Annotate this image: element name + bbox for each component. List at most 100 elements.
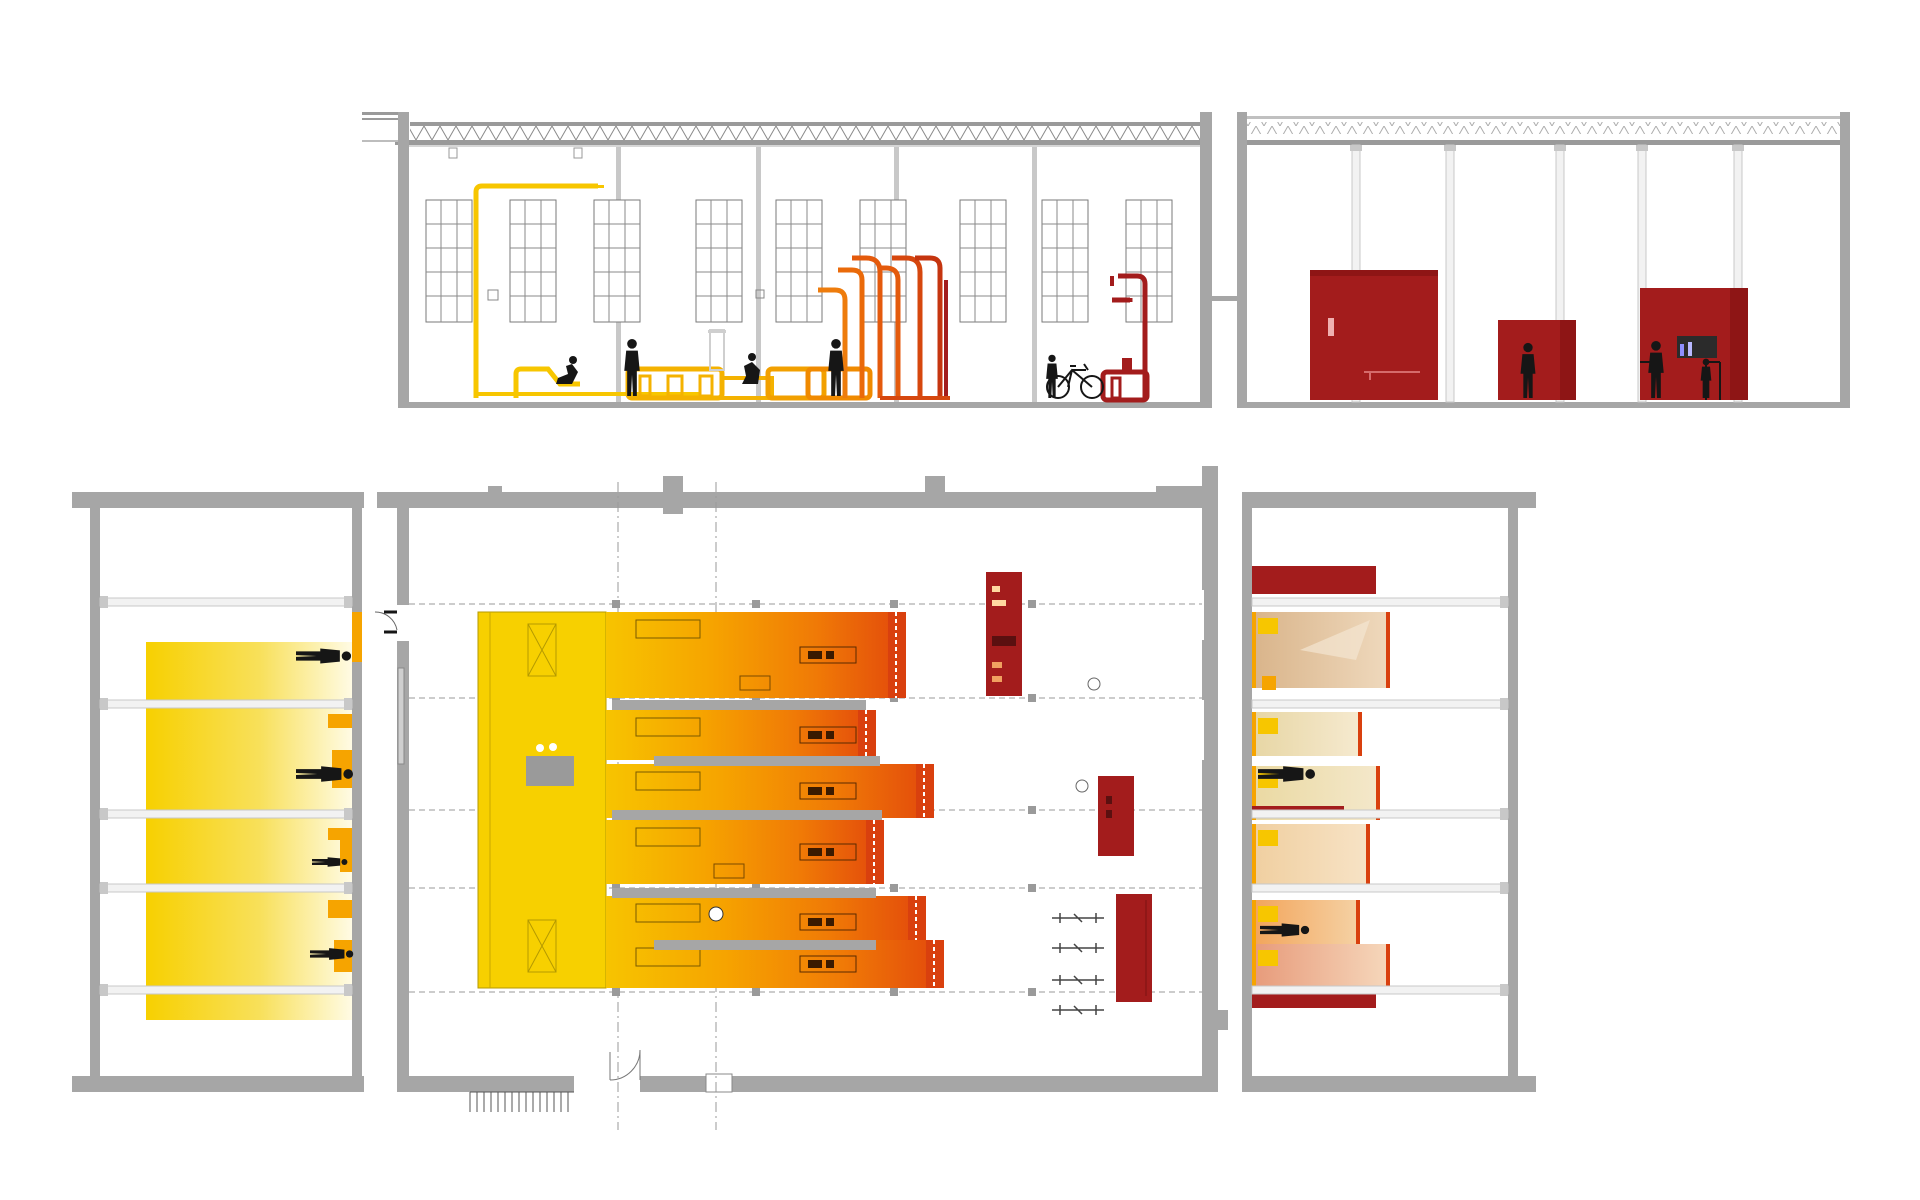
column-base xyxy=(612,988,620,996)
person-silhouette-icon xyxy=(1700,358,1712,398)
column-icon xyxy=(99,597,353,607)
window-icon xyxy=(695,199,743,323)
column-base xyxy=(612,600,620,608)
cross-section-floor xyxy=(1237,402,1850,408)
person-silhouette-icon xyxy=(296,648,352,664)
grey-bench xyxy=(612,810,882,820)
person-seated-icon xyxy=(556,364,578,384)
bicycle-rack-plan xyxy=(1052,913,1104,1015)
plan-small-fixtures xyxy=(1075,677,1101,793)
person-silhouette-icon xyxy=(1520,342,1536,398)
person-silhouette-icon xyxy=(1258,766,1316,782)
workstation xyxy=(635,717,701,737)
column-base xyxy=(752,988,760,996)
cross-section-wall-left xyxy=(1237,112,1247,408)
left-elev-wall-right xyxy=(352,508,362,1092)
column-icon xyxy=(1445,144,1455,403)
person-silhouette-icon xyxy=(1260,923,1310,937)
tall-windows xyxy=(425,147,1173,323)
left-side-elevation xyxy=(72,492,364,1092)
column-base xyxy=(890,988,898,996)
bicycle-icon xyxy=(1052,943,1104,953)
display-case xyxy=(799,955,857,973)
photo-panel xyxy=(1252,900,1360,946)
grey-bench xyxy=(654,940,876,950)
column-icon xyxy=(99,699,353,709)
pilaster xyxy=(756,147,761,402)
display-case xyxy=(799,843,857,861)
person-silhouette-icon xyxy=(1648,340,1664,398)
entrance-stairs xyxy=(469,1092,569,1112)
column-base xyxy=(1028,600,1036,608)
grey-bench xyxy=(654,756,880,766)
long-section-elevation xyxy=(362,112,1212,408)
person-silhouette-icon xyxy=(624,338,640,396)
roof-bottom-chord xyxy=(395,140,1202,145)
workstation xyxy=(635,827,701,847)
column-icon xyxy=(1251,699,1509,709)
window-icon xyxy=(425,199,473,323)
workstation xyxy=(635,771,701,791)
exhibit-strip xyxy=(606,896,926,948)
column-icon xyxy=(1251,883,1509,893)
white-columns-left-elev xyxy=(99,596,353,996)
column-icon xyxy=(99,985,353,995)
white-columns-right-elev xyxy=(1251,596,1509,996)
window-icon xyxy=(775,199,823,323)
people-silhouettes-cross-section xyxy=(1520,340,1712,398)
workstation xyxy=(635,903,701,923)
workstation xyxy=(635,619,701,639)
person-seated-icon xyxy=(742,362,760,384)
people-silhouettes-left-elev xyxy=(296,648,354,960)
display-case xyxy=(799,726,857,744)
floor-plan xyxy=(374,466,1228,1130)
orange-pipe-frames xyxy=(818,255,950,400)
left-elev-wall-left xyxy=(90,508,100,1092)
exhibit-strip xyxy=(606,820,884,884)
section-wall-left xyxy=(398,112,409,408)
display-case xyxy=(799,646,857,664)
people-silhouettes-right-elev xyxy=(1258,766,1316,937)
column-icon xyxy=(99,883,353,893)
plan-wall-south xyxy=(397,1076,1218,1092)
column-base xyxy=(1028,806,1036,814)
central-table xyxy=(526,756,574,786)
column-icon xyxy=(1251,809,1509,819)
photo-panel xyxy=(1252,944,1390,990)
window-icon xyxy=(509,199,557,323)
exhibit-strip xyxy=(606,764,934,818)
yellow-overhead-frame xyxy=(473,183,598,398)
right-elev-floor xyxy=(1242,1076,1536,1092)
section-wall-right xyxy=(1200,112,1212,408)
roof-truss xyxy=(410,126,1202,140)
red-header-band xyxy=(1252,566,1376,594)
right-elev-top-wall xyxy=(1242,492,1536,508)
person-silhouette-icon xyxy=(310,948,354,960)
section-floor xyxy=(398,402,1212,408)
person-silhouette-icon xyxy=(828,338,844,396)
left-elev-floor xyxy=(72,1076,364,1092)
window-icon xyxy=(593,199,641,323)
display-case xyxy=(799,782,857,800)
red-exhibit-blocks xyxy=(986,572,1152,1002)
pilaster xyxy=(1032,147,1037,402)
column-base xyxy=(890,600,898,608)
roof-top-chord xyxy=(410,122,1202,126)
bicycle-icon xyxy=(1046,363,1104,399)
column-base xyxy=(1028,884,1036,892)
display-case xyxy=(799,913,857,931)
grey-bench xyxy=(612,888,876,898)
column-base xyxy=(1028,694,1036,702)
column-base xyxy=(752,600,760,608)
exhibit-strip xyxy=(606,710,876,760)
bicycle-icon xyxy=(1052,1005,1104,1015)
yellow-furniture xyxy=(476,329,873,401)
yellow-base-platform xyxy=(478,612,606,988)
column-icon xyxy=(1251,597,1509,607)
exhibit-strips xyxy=(606,612,944,988)
person-silhouette-icon xyxy=(296,766,354,782)
bicycle-icon xyxy=(1052,913,1104,923)
column-base xyxy=(1028,988,1036,996)
